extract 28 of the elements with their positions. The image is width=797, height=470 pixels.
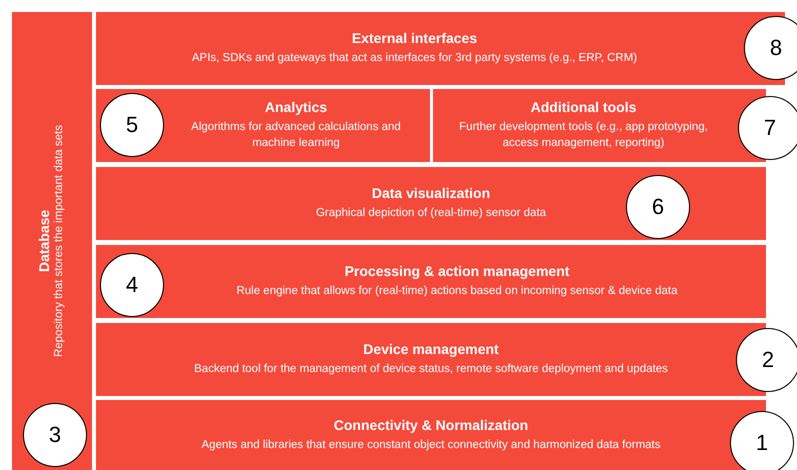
layer-box — [96, 167, 766, 240]
layer-description: Repository that stores the important data sets — [52, 124, 66, 358]
layer-description: APIs, SDKs and gateways that act as interfaces for 3rd party systems (e.g., ERP, CRM) — [192, 51, 638, 66]
layer-box — [433, 89, 766, 162]
number-circle: 6 — [626, 175, 690, 239]
layer-title: Database — [36, 210, 52, 272]
layer-box — [96, 89, 430, 162]
layer-description: Rule engine that allows for (real-time) actions based on incoming sensor & device data — [236, 284, 678, 300]
layer-box — [96, 12, 785, 85]
layer-title: Connectivity & Normalization — [334, 416, 528, 433]
layer-description: Algorithms for advanced calculations and machine learning — [190, 120, 402, 151]
layer-title: Processing & action management — [344, 263, 570, 280]
number-circle: 4 — [100, 253, 164, 317]
layer-description: Backend tool for the management of device status, remote software deployment and updates — [194, 362, 668, 378]
layer-title: Analytics — [264, 99, 328, 116]
layer-title: Data visualization — [372, 185, 490, 202]
layer-title: Additional tools — [530, 99, 636, 116]
number-circle: 5 — [100, 93, 164, 157]
layer-box — [96, 400, 766, 470]
layer-description: Graphical depiction of (real-time) sensor data — [316, 206, 546, 222]
layer-title: External interfaces — [352, 30, 478, 46]
number-circle: 3 — [23, 403, 87, 467]
layer-box — [96, 245, 766, 318]
number-circle: 1 — [730, 411, 794, 470]
layer-title: Device management — [363, 341, 499, 358]
layer-description: Further development tools (e.g., app prototyping, access management, reporting) — [458, 120, 709, 151]
layer-description: Agents and libraries that ensure constant object connectivity and harmonized data formats — [202, 438, 660, 453]
database-column — [12, 12, 92, 470]
